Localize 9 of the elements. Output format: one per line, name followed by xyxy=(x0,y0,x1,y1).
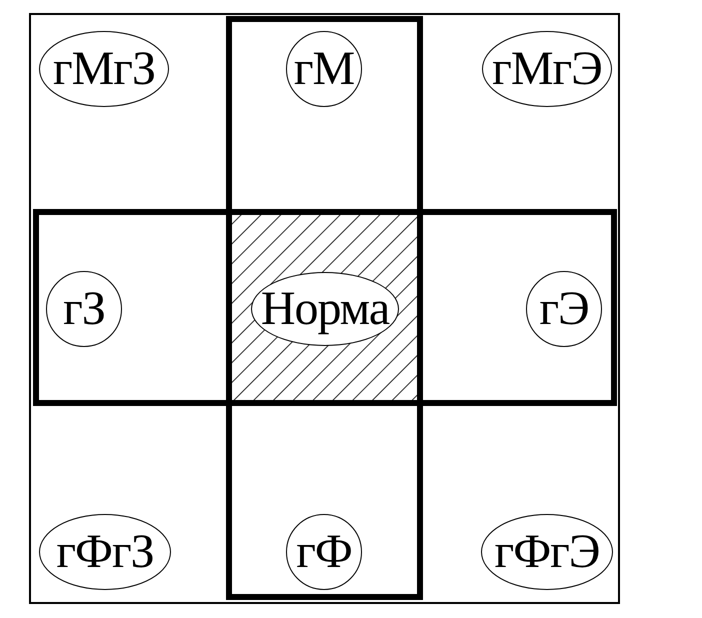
node-label: гМгЗ xyxy=(52,45,156,93)
node-label: гЭ xyxy=(539,285,589,333)
node-label: гМ xyxy=(294,45,354,93)
node-label: гФ xyxy=(296,528,352,576)
node-label: гЗ xyxy=(63,285,105,333)
node-label: гМгЭ xyxy=(492,45,602,93)
node-label: Норма xyxy=(260,285,390,333)
node-label: гФгЭ xyxy=(494,528,600,576)
node-label: гФгЗ xyxy=(56,528,154,576)
